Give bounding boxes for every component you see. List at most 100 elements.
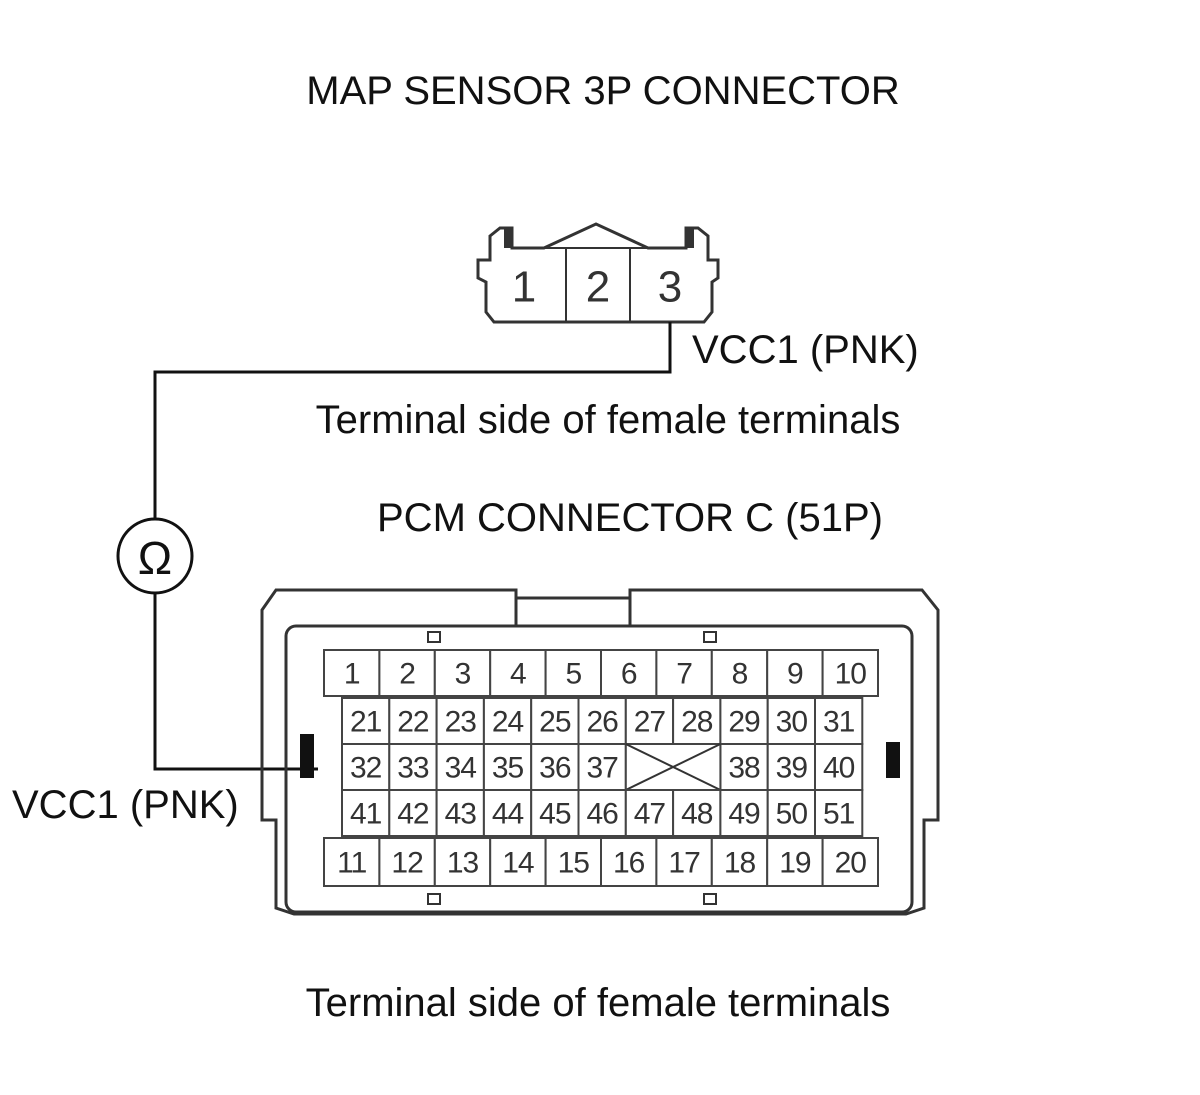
- pcm-pin-label: 19: [779, 847, 811, 880]
- unused-cavity-cross: [625, 743, 721, 791]
- pcm-pin-label: 35: [492, 752, 524, 785]
- pcm-pin-label: 44: [492, 798, 524, 831]
- pcm-pin-cell: [341, 789, 391, 837]
- pcm-pin-cell: [530, 789, 580, 837]
- pcm-pin-label: 26: [586, 706, 618, 739]
- pcm-pin-label: 43: [445, 798, 477, 831]
- map-view-note: Terminal side of female terminals: [316, 398, 901, 442]
- pcm-pin-cell: [672, 697, 722, 745]
- pcm-pin-label: 45: [539, 798, 571, 831]
- pcm-pin-cell: [530, 743, 580, 791]
- pcm-pin-label: 48: [681, 798, 713, 831]
- map-wire-label: VCC1 (PNK): [692, 328, 919, 372]
- pcm-pin-label: 13: [447, 847, 479, 880]
- lock-tab: [886, 742, 900, 778]
- pcm-pin-label: 25: [539, 706, 571, 739]
- pcm-pin-cell: [719, 789, 769, 837]
- test-wiring: Ω: [116, 322, 672, 771]
- pcm-pin-label: 33: [397, 752, 429, 785]
- pcm-pin-label: 18: [724, 847, 756, 880]
- pcm-pin-cell: [544, 837, 602, 887]
- pcm-pin-cell: [672, 789, 722, 837]
- pcm-pin-label: 15: [558, 847, 590, 880]
- pcm-pin-cell: [821, 837, 879, 887]
- pcm-pin-cell: [435, 697, 485, 745]
- pcm-pin-label: 27: [634, 706, 666, 739]
- pcm-pin-label: 47: [634, 798, 666, 831]
- pcm-pin-cell: [814, 789, 864, 837]
- pcm-pin-cell: [433, 837, 492, 887]
- map-pin-label: 2: [586, 263, 610, 312]
- pcm-pin-label: 51: [823, 798, 855, 831]
- pcm-pin-cell: [624, 697, 675, 745]
- pcm-pin-label: 22: [397, 706, 429, 739]
- pcm-pin-label: 11: [337, 847, 366, 880]
- pcm-pin-label: 46: [586, 798, 618, 831]
- map-pin-label: 1: [512, 263, 536, 312]
- pcm-pin-label: 24: [492, 706, 524, 739]
- pcm-pin-label: 31: [823, 706, 855, 739]
- pcm-pin-cell: [482, 697, 533, 745]
- pcm-pin-cell: [600, 649, 658, 697]
- pcm-pin-label: 42: [397, 798, 429, 831]
- pcm-pin-cell: [435, 743, 485, 791]
- pcm-pin-label: 30: [776, 706, 808, 739]
- pcm-pin-cell: [710, 837, 769, 887]
- pcm-pin-cell: [378, 837, 436, 887]
- pcm-pin-label: 1: [344, 658, 360, 691]
- pcm-pin-label: 10: [835, 658, 867, 691]
- pcm-pin-label: 36: [539, 752, 571, 785]
- pcm-pin-label: 41: [350, 798, 382, 831]
- pcm-pin-label: 34: [445, 752, 477, 785]
- pcm-pin-label: 39: [776, 752, 808, 785]
- pcm-pin-label: 14: [502, 847, 534, 880]
- pcm-pin-cell: [489, 837, 547, 887]
- pcm-connector-title: PCM CONNECTOR C (51P): [377, 496, 883, 540]
- pcm-pin-cell: [341, 743, 391, 791]
- pcm-pin-label: 3: [455, 658, 471, 691]
- pcm-pin-cell: [577, 697, 627, 745]
- pcm-pin-label: 49: [728, 798, 760, 831]
- pcm-pin-cell: [323, 837, 381, 887]
- pcm-pin-label: 21: [350, 706, 382, 739]
- pcm-pin-cell: [544, 649, 602, 697]
- lock-tab: [300, 734, 314, 778]
- pcm-pin-label: 23: [445, 706, 477, 739]
- pcm-pin-label: 20: [835, 847, 867, 880]
- pcm-pin-cell: [323, 649, 381, 697]
- pcm-pin-label: 2: [399, 658, 415, 691]
- pcm-pin-label: 6: [621, 658, 637, 691]
- map-connector-title: MAP SENSOR 3P CONNECTOR: [306, 69, 899, 113]
- pcm-pin-label: 12: [391, 847, 423, 880]
- pcm-pin-label: 4: [510, 658, 526, 691]
- pcm-pin-label: 37: [586, 752, 618, 785]
- pcm-pin-label: 7: [676, 658, 692, 691]
- pcm-pin-label: 5: [565, 658, 581, 691]
- pcm-pin-cell: [719, 697, 769, 745]
- pcm-pin-cell: [710, 649, 769, 697]
- pcm-pin-label: 32: [350, 752, 382, 785]
- pcm-pin-cell: [766, 789, 817, 837]
- pcm-pin-label: 29: [728, 706, 760, 739]
- pcm-view-note: Terminal side of female terminals: [306, 981, 891, 1025]
- pcm-pin-cell: [821, 649, 879, 697]
- pcm-wire-label: VCC1 (PNK): [12, 783, 239, 827]
- pcm-pin-label: 16: [613, 847, 645, 880]
- pcm-pin-cell: [624, 789, 675, 837]
- pcm-pin-cell: [766, 837, 824, 887]
- pcm-pin-label: 38: [728, 752, 760, 785]
- pcm-pin-label: 28: [681, 706, 713, 739]
- ohm-symbol: Ω: [138, 532, 172, 584]
- pcm-pin-cell: [600, 837, 658, 887]
- pcm-pin-cell: [655, 649, 713, 697]
- map-pin-label: 3: [658, 263, 682, 312]
- pcm-pin-label: 17: [668, 847, 700, 880]
- ohmmeter-icon: [116, 517, 194, 595]
- pcm-pin-label: 9: [787, 658, 803, 691]
- pcm-pin-label: 40: [823, 752, 855, 785]
- map-sensor-connector: 1 2 3: [476, 222, 720, 324]
- pcm-pin-cell: [482, 743, 533, 791]
- pcm-pin-label: 8: [732, 658, 748, 691]
